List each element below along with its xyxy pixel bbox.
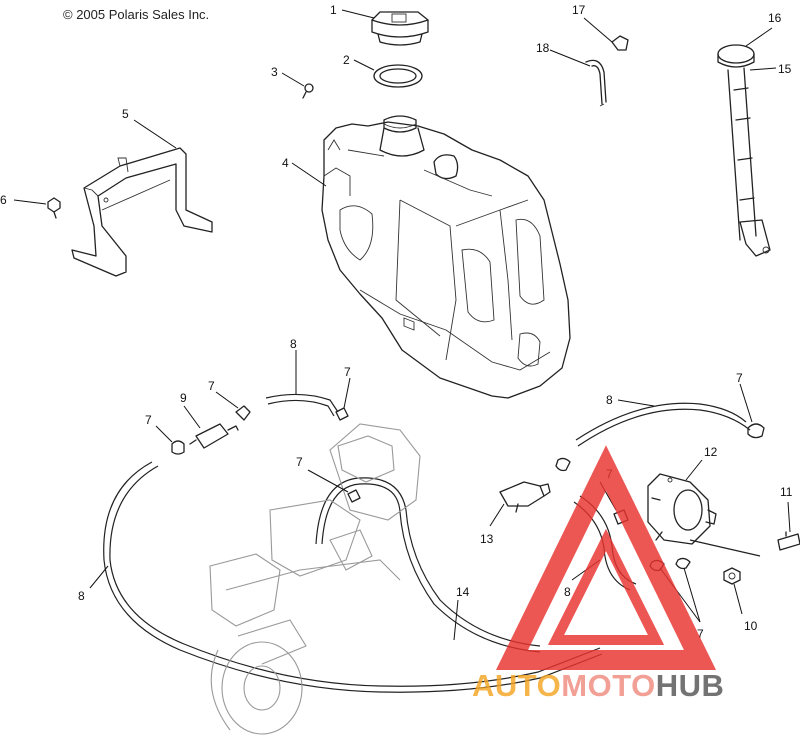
background-engine-frame	[209, 423, 421, 735]
callout-2: 2	[343, 53, 350, 67]
callout-13: 13	[480, 532, 494, 546]
callout-7b: 7	[208, 379, 215, 393]
callout-15: 15	[778, 62, 792, 76]
callout-14: 14	[456, 585, 470, 599]
part-nut	[723, 567, 741, 585]
part-mount-bolt	[777, 531, 800, 551]
callout-8b: 8	[606, 393, 613, 407]
part-hose-clamps	[171, 405, 765, 572]
callout-numbers: 1 2 3 4 5 6 7 7 7 7 7 7 7 8 8 8 8 9 10 1…	[0, 3, 793, 641]
watermark-logo: AUTOMOTOHUB	[472, 445, 724, 703]
part-vent-hose	[585, 59, 607, 107]
callout-18: 18	[536, 41, 550, 55]
watermark-auto: AUTO	[472, 668, 561, 703]
svg-text:AUTOMOTOHUB: AUTOMOTOHUB	[472, 668, 724, 703]
copyright-notice: © 2005 Polaris Sales Inc.	[63, 7, 210, 22]
part-fuel-tank	[321, 115, 571, 399]
part-elbow-fitting	[611, 35, 629, 51]
watermark-hub: HUB	[656, 668, 725, 703]
callout-8a: 8	[290, 337, 297, 351]
callout-12: 12	[704, 445, 718, 459]
callout-7e: 7	[736, 371, 743, 385]
part-seal-ring	[373, 64, 423, 88]
callout-5: 5	[122, 107, 129, 121]
part-fuel-pump	[647, 473, 717, 545]
callout-leaders	[13, 9, 791, 641]
callout-1: 1	[330, 3, 337, 17]
callout-9: 9	[180, 391, 187, 405]
callout-16: 16	[768, 11, 782, 25]
callout-3: 3	[271, 65, 278, 79]
callout-8d: 8	[78, 589, 85, 603]
callout-7g: 7	[697, 627, 704, 641]
part-fuel-valve	[499, 481, 551, 513]
part-fuel-gauge-sender	[717, 44, 771, 257]
callout-8c: 8	[564, 585, 571, 599]
callout-6: 6	[0, 193, 7, 207]
callout-7d: 7	[296, 455, 303, 469]
callout-4: 4	[282, 156, 289, 170]
callout-17: 17	[572, 3, 586, 17]
callout-7a: 7	[344, 365, 351, 379]
callout-11: 11	[780, 485, 793, 499]
part-fuel-cap	[371, 11, 429, 46]
part-fuel-filter	[189, 423, 239, 449]
callout-10: 10	[744, 619, 758, 633]
callout-7c: 7	[145, 413, 152, 427]
part-fuel-hoses	[103, 393, 761, 693]
watermark-moto: MOTO	[561, 668, 655, 703]
part-screw	[302, 83, 314, 99]
part-bolt	[47, 197, 61, 219]
part-tank-bracket	[71, 147, 213, 277]
